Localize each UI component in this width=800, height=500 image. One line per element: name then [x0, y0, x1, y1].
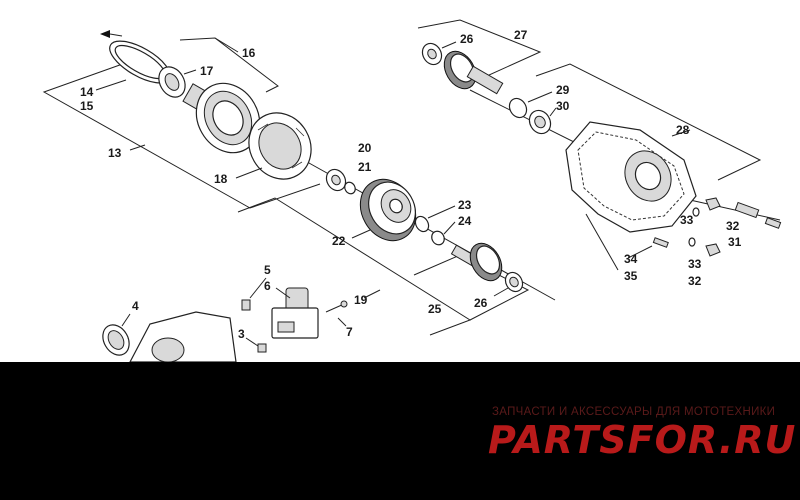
leader-16	[214, 37, 239, 53]
leader-29	[527, 91, 553, 103]
bolt-34	[652, 237, 669, 248]
leader-22	[351, 229, 371, 239]
exploded-parts-diagram: 14 15 13 16 17 18 20 21 22 23 24 19 25 2…	[42, 19, 782, 362]
callout-16: 16	[242, 46, 256, 60]
callout-4: 4	[132, 299, 139, 313]
bolt-32-upper	[705, 197, 721, 211]
group-bracket-19	[237, 197, 472, 336]
callout-22: 22	[332, 234, 346, 248]
bearing-20	[325, 168, 347, 192]
washer-21	[344, 181, 356, 195]
bushing-5	[241, 299, 251, 311]
main-housing	[129, 311, 237, 362]
callout-28: 28	[676, 123, 690, 137]
shift-motor-6	[271, 287, 319, 339]
callout-7: 7	[346, 325, 353, 339]
footer-band	[0, 362, 800, 500]
leader-4	[121, 313, 131, 327]
callout-17: 17	[200, 64, 214, 78]
leader-19	[363, 289, 381, 299]
leader-13	[129, 144, 146, 151]
leader-3	[245, 337, 259, 347]
callout-32-lower: 32	[688, 274, 702, 288]
washer-23	[414, 215, 430, 233]
watermark-logo: PARTSFOR.RU	[488, 418, 797, 462]
bearing-26-upper	[421, 42, 443, 66]
leader-28	[671, 129, 691, 137]
washer-24	[431, 230, 445, 246]
callout-3: 3	[238, 327, 245, 341]
callout-27: 27	[514, 28, 528, 42]
group-bracket-28	[535, 63, 762, 181]
callout-25: 25	[428, 302, 442, 316]
leader-30	[549, 107, 557, 117]
bearing-30	[528, 109, 552, 135]
pin-3	[257, 343, 267, 353]
group-bracket-16	[179, 37, 279, 93]
leader-34	[627, 245, 653, 259]
callout-18: 18	[214, 172, 228, 186]
leader-24	[443, 221, 456, 235]
callout-23: 23	[458, 198, 472, 212]
callout-35: 35	[624, 269, 638, 283]
bolt-32-lower	[705, 243, 721, 257]
callout-24: 24	[458, 214, 472, 228]
group-bracket-27	[417, 19, 542, 81]
callout-33-lower: 33	[688, 257, 702, 271]
callout-26-upper: 26	[460, 32, 474, 46]
callout-13: 13	[108, 146, 122, 160]
bolt-7	[325, 300, 348, 313]
gear-assembly-22	[359, 178, 417, 242]
sensor-31	[734, 201, 782, 229]
leader-5	[249, 277, 267, 299]
gear-case-cover-28	[565, 121, 697, 233]
leader-18	[235, 167, 263, 179]
gear-shaft-27	[443, 50, 504, 95]
leader-6	[275, 287, 291, 299]
leader-23	[427, 205, 456, 219]
leader-7	[337, 317, 347, 327]
callout-14: 14	[80, 85, 94, 99]
bearing-17	[158, 66, 186, 98]
callout-30: 30	[556, 99, 570, 113]
clutch-housing-18	[248, 112, 312, 180]
callout-32-upper: 32	[726, 219, 740, 233]
watermark-tagline: ЗАПЧАСТИ И АКСЕССУАРЫ ДЛЯ МОТОТЕХНИКИ	[492, 406, 776, 418]
callout-19: 19	[354, 293, 368, 307]
washer-33-upper	[692, 207, 700, 217]
group-bracket-13	[42, 55, 321, 209]
leader-14	[95, 79, 127, 91]
callout-34: 34	[624, 252, 638, 266]
leader-26-upper	[441, 41, 457, 49]
shaft-gear-25	[450, 242, 503, 282]
callout-15: 15	[80, 99, 94, 113]
callout-6: 6	[264, 279, 271, 293]
leader-17	[183, 69, 197, 75]
callout-31: 31	[728, 235, 742, 249]
seal-4	[102, 324, 130, 356]
washer-33-lower	[688, 237, 696, 247]
callout-5: 5	[264, 263, 271, 277]
callout-20: 20	[358, 141, 372, 155]
bearing-26-lower	[504, 271, 524, 293]
callout-26-lower: 26	[474, 296, 488, 310]
seal-29	[508, 97, 528, 119]
clutch-drum-16	[182, 82, 261, 154]
leader-35	[585, 213, 619, 271]
leader-26-lower	[493, 287, 509, 297]
direction-arrow-icon	[100, 30, 110, 38]
callout-33-upper: 33	[680, 213, 694, 227]
callout-29: 29	[556, 83, 570, 97]
callout-21: 21	[358, 160, 372, 174]
